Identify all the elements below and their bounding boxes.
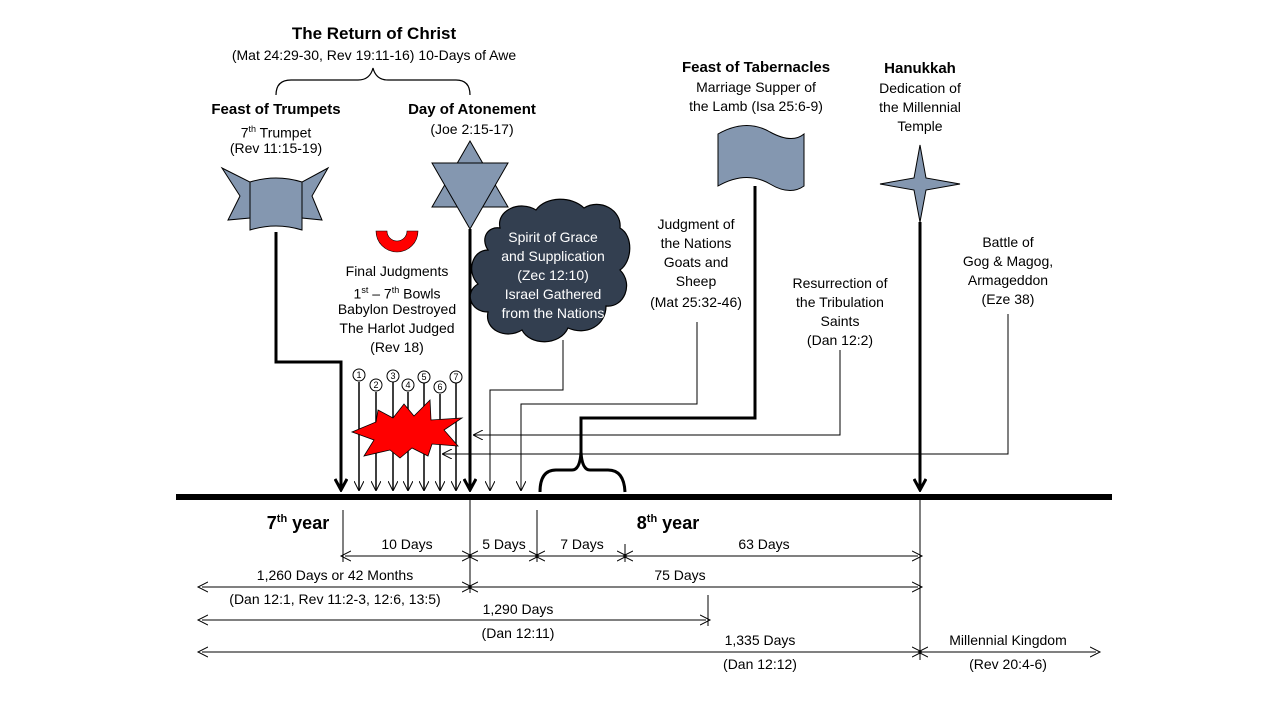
tabernacles-line2: the Lamb (Isa 25:6-9) [689, 98, 823, 114]
span-1260-days: 1,260 Days or 42 Months [256, 567, 414, 583]
battle-l2: Gog & Magog, [962, 253, 1054, 269]
resurrection-l2: the Tribulation [796, 294, 884, 310]
span-5-days: 5 Days [482, 536, 526, 552]
hanukkah-line1: Dedication of [879, 80, 961, 96]
page-title: The Return of Christ [291, 24, 457, 43]
battle-l4: (Eze 38) [981, 291, 1035, 307]
judgments-l2: 1st – 7th Bowls [317, 281, 477, 304]
bowls-first: 1 [353, 285, 362, 302]
timeline-ticks [342, 497, 921, 660]
bowls-sup1: st [361, 285, 369, 295]
resurrection-l3: Saints [820, 313, 860, 329]
trumpets-ref: (Rev 11:15-19) [229, 140, 323, 156]
battle-l1: Battle of [982, 234, 1034, 250]
resurrection-connector [474, 350, 841, 435]
span-1290-days: 1,290 Days [482, 601, 554, 617]
tabernacles-title: Feast of Tabernacles [681, 59, 831, 76]
cloud-l2: and Supplication [501, 248, 605, 264]
nations-connector [521, 322, 698, 490]
bowls-sup2: th [391, 285, 400, 295]
trumpets-rest: Trumpet [256, 124, 312, 141]
bowl-number: 5 [421, 372, 426, 382]
resurrection-l4: (Dan 12:2) [806, 332, 874, 348]
battle-connector [443, 314, 1009, 454]
span-7-days: 7 Days [560, 536, 604, 552]
hanukkah-line3: Temple [897, 118, 943, 134]
star-of-david-icon [431, 139, 509, 231]
battle-l3: Armageddon [967, 272, 1049, 288]
year7-sup: th [276, 513, 288, 525]
resurrection-l1: Resurrection of [792, 275, 888, 291]
year8-sup: th [646, 513, 658, 525]
bowl-icon [375, 230, 419, 253]
year7-label: 7th year [248, 510, 348, 533]
bowls-mid: – 7 [368, 285, 392, 302]
millennial-ref: (Rev 20:4-6) [969, 656, 1047, 672]
hanukkah-line2: the Millennial [879, 99, 961, 115]
cloud-connector [490, 340, 564, 490]
seven-day-brace [538, 451, 627, 493]
bowl-number: 2 [373, 380, 378, 390]
year8-rest: year [657, 513, 700, 533]
span-1290-ref: (Dan 12:11) [481, 625, 555, 641]
year7-num: 7 [266, 513, 277, 533]
cloud-l3: (Zec 12:10) [517, 267, 589, 283]
trumpets-connector [274, 232, 341, 490]
trumpets-title: Feast of Trumpets [211, 101, 341, 118]
span-63-days: 63 Days [738, 536, 790, 552]
trumpets-label: 7th Trumpet [196, 120, 356, 143]
judgments-l4: The Harlot Judged [339, 320, 455, 336]
year8-num: 8 [636, 513, 647, 533]
year8-label: 8th year [618, 510, 718, 533]
hanukkah-star-icon [879, 144, 961, 223]
bowl-number: 4 [405, 380, 410, 390]
millennial-kingdom: Millennial Kingdom [949, 632, 1067, 648]
atonement-ref: (Joe 2:15-17) [430, 121, 514, 137]
bowl-number: 3 [390, 371, 395, 381]
cloud-l4: Israel Gathered [504, 286, 602, 302]
bowl-number: 1 [356, 370, 361, 380]
span-arrows [202, 556, 1096, 652]
bowls-end: Bowls [399, 285, 441, 302]
tabernacles-flag-icon [717, 125, 805, 191]
cloud-l5: from the Nations [501, 305, 605, 321]
trumpets-num: 7 [240, 124, 249, 141]
year7-rest: year [287, 513, 330, 533]
nations-l5: (Mat 25:32-46) [650, 294, 742, 310]
page-subtitle: (Mat 24:29-30, Rev 19:11-16) 10-Days of … [231, 47, 517, 63]
tabernacles-line1: Marriage Supper of [696, 79, 816, 95]
judgments-l1: Final Judgments [345, 263, 449, 279]
span-1335-ref: (Dan 12:12) [723, 656, 797, 672]
cloud-l1: Spirit of Grace [508, 229, 598, 245]
atonement-title: Day of Atonement [408, 101, 536, 118]
span-75-days: 75 Days [654, 567, 706, 583]
span-1260-ref: (Dan 12:1, Rev 11:2-3, 12:6, 13:5) [229, 591, 441, 607]
nations-l3: Goats and [663, 254, 729, 270]
nations-l4: Sheep [675, 273, 717, 289]
cloud-shape [469, 198, 631, 343]
span-1335-days: 1,335 Days [724, 632, 796, 648]
nations-l2: the Nations [660, 235, 732, 251]
trumpets-banner-icon [220, 166, 330, 231]
explosion-icon [350, 399, 464, 459]
bowl-number: 7 [453, 372, 458, 382]
bowl-number: 6 [437, 382, 442, 392]
hanukkah-title: Hanukkah [884, 60, 956, 77]
trumpets-sup: th [248, 124, 257, 134]
span-10-days: 10 Days [381, 536, 433, 552]
judgments-l5: (Rev 18) [370, 339, 424, 355]
judgments-l3: Babylon Destroyed [337, 301, 457, 317]
bowl-number-circles [352, 368, 463, 394]
nations-l1: Judgment of [657, 216, 735, 232]
title-brace [275, 67, 471, 96]
